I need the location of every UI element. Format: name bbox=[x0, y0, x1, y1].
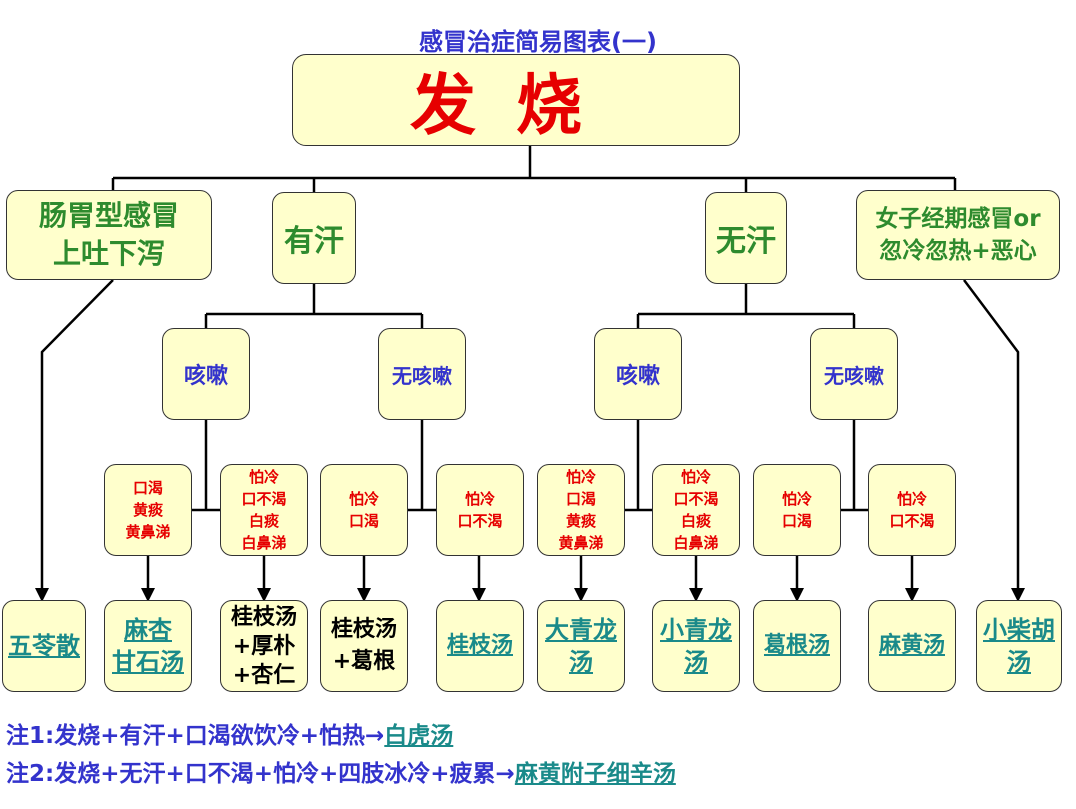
node-no-cough-left: 无咳嗽 bbox=[378, 328, 466, 420]
symptom-box: 怕冷 口渴 黄痰 黄鼻涕 bbox=[537, 464, 625, 556]
remedy-link[interactable]: 大青龙 汤 bbox=[537, 600, 625, 692]
symptom-box: 怕冷 口渴 bbox=[320, 464, 408, 556]
remedy-link[interactable]: 小青龙 汤 bbox=[652, 600, 740, 692]
remedy-box: 桂枝汤 +葛根 bbox=[320, 600, 408, 692]
branch-gastro: 肠胃型感冒 上吐下泻 bbox=[6, 190, 212, 280]
root-fever: 发烧 bbox=[292, 54, 740, 146]
remedy-link[interactable]: 麻杏 甘石汤 bbox=[104, 600, 192, 692]
note-1: 注1:发烧+有汗+口渴欲饮冷+怕热→白虎汤 bbox=[6, 716, 453, 750]
symptom-box: 怕冷 口渴 bbox=[753, 464, 841, 556]
remedy-link[interactable]: 五苓散 bbox=[2, 600, 86, 692]
symptom-box: 口渴 黄痰 黄鼻涕 bbox=[104, 464, 192, 556]
node-cough-right: 咳嗽 bbox=[594, 328, 682, 420]
symptom-box: 怕冷 口不渴 bbox=[436, 464, 524, 556]
note-2: 注2:发烧+无汗+口不渴+怕冷+四肢冰冷+疲累→麻黄附子细辛汤 bbox=[6, 754, 676, 788]
branch-sweat: 有汗 bbox=[272, 192, 356, 284]
page-title: 感冒治症简易图表(一) bbox=[419, 28, 657, 56]
note-2-link[interactable]: 麻黄附子细辛汤 bbox=[514, 761, 676, 787]
symptom-box: 怕冷 口不渴 bbox=[868, 464, 956, 556]
node-cough-left: 咳嗽 bbox=[162, 328, 250, 420]
remedy-link[interactable]: 麻黄汤 bbox=[868, 600, 956, 692]
note-1-link[interactable]: 白虎汤 bbox=[384, 723, 454, 749]
remedy-box: 桂枝汤 +厚朴 +杏仁 bbox=[220, 600, 308, 692]
remedy-link[interactable]: 小柴胡 汤 bbox=[976, 600, 1062, 692]
node-no-cough-right: 无咳嗽 bbox=[810, 328, 898, 420]
remedy-link[interactable]: 桂枝汤 bbox=[436, 600, 524, 692]
branch-no-sweat: 无汗 bbox=[705, 192, 787, 284]
note-1-text: 注1:发烧+有汗+口渴欲饮冷+怕热→ bbox=[6, 723, 385, 749]
note-2-text: 注2:发烧+无汗+口不渴+怕冷+四肢冰冷+疲累→ bbox=[6, 761, 515, 787]
symptom-box: 怕冷 口不渴 白痰 白鼻涕 bbox=[652, 464, 740, 556]
branch-female: 女子经期感冒or 忽冷忽热+恶心 bbox=[856, 190, 1060, 280]
symptom-box: 怕冷 口不渴 白痰 白鼻涕 bbox=[220, 464, 308, 556]
remedy-link[interactable]: 葛根汤 bbox=[753, 600, 841, 692]
